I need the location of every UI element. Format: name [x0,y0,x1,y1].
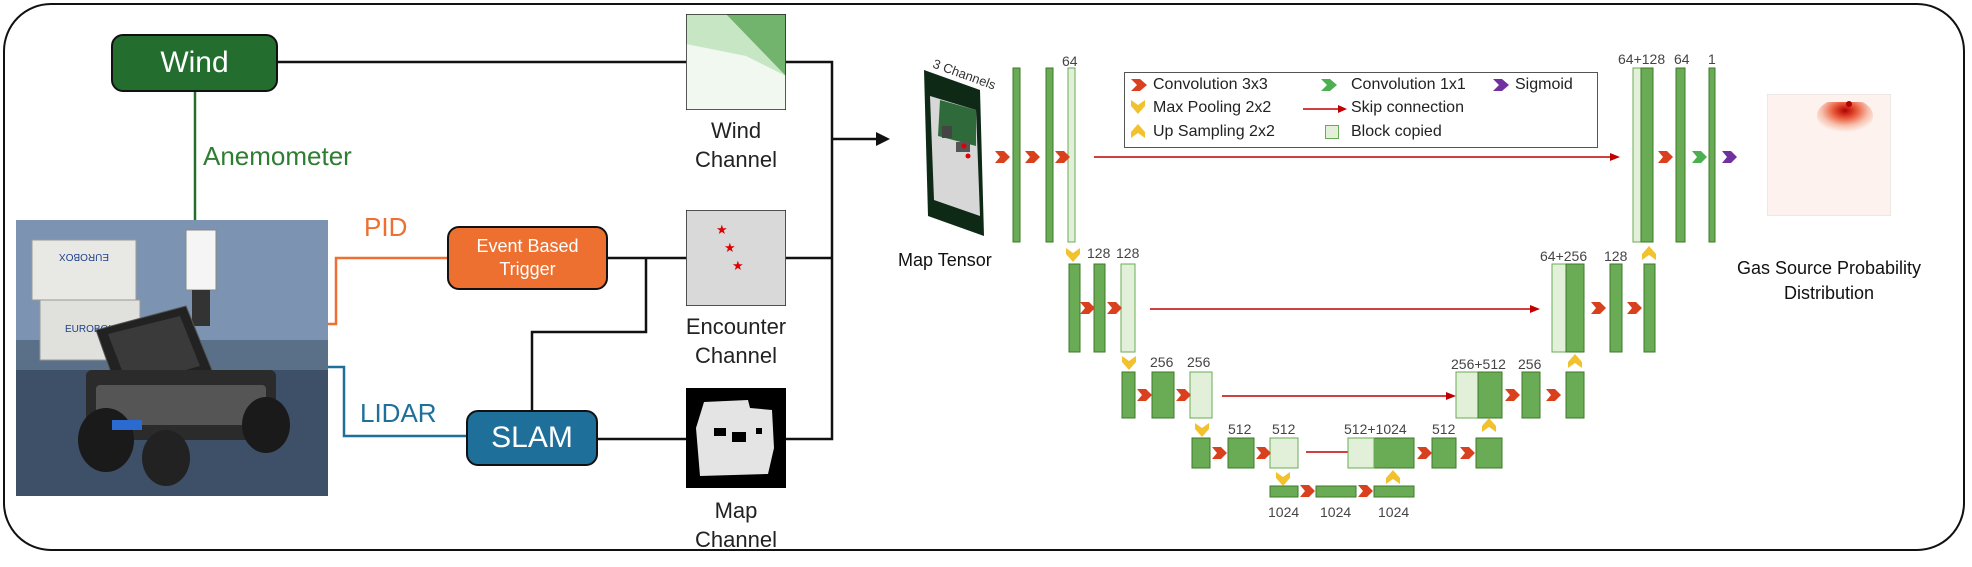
sigmoid-legend-icon [1493,79,1509,91]
encounter-star-icon: ★ [732,258,744,273]
eurobox-label-2: EUROBOX [65,324,115,335]
unet-label-dec4a: 512+1024 [1344,421,1407,437]
wind-label: Wind [160,46,229,79]
map-tensor-label: Map Tensor [898,250,992,270]
event-trigger-box: Event Based Trigger [447,226,608,290]
unet-label-enc3b: 256 [1187,354,1211,370]
wind-channel-image [686,14,786,110]
pid-label: PID [364,212,408,242]
gas-source-distribution-image [1767,94,1891,216]
unet-label-enc4a: 512 [1228,421,1252,437]
encounter-star-icon: ★ [716,222,728,237]
legend-conv3: Convolution 3x3 [1153,76,1268,93]
output-line2: Distribution [1783,283,1875,303]
unet-label-dec2b: 128 [1604,248,1628,264]
unet-label-dec1c: 1 [1708,51,1716,67]
unet-label-dec4b: 512 [1432,421,1456,437]
legend-conv1: Convolution 1x1 [1351,76,1466,93]
unet-label-dec3a: 256+512 [1451,356,1506,372]
wind-channel-line1: Wind [710,118,762,143]
output-label: Gas Source Probability Distribution [1726,256,1932,306]
map-tensor-image [924,70,984,236]
event-trigger-line2: Trigger [499,259,556,279]
legend-skip: Skip connection [1351,99,1464,116]
conv3-legend-icon [1131,79,1147,91]
unet-label-dec2a: 64+256 [1540,248,1588,264]
skip-legend-icon [1303,105,1347,113]
anemometer-label: Anemometer [203,141,352,171]
figure-frame [3,3,1965,551]
maxpool-legend-icon [1131,100,1145,114]
event-trigger-line1: Event Based [476,236,579,256]
eurobox-label-1: EUROBOX [59,251,109,262]
map-channel-line1: Map [714,498,758,523]
encounter-channel-image: ★ ★ ★ [686,210,786,306]
encounter-channel-line2: Channel [695,343,777,368]
map-channel-label: Map Channel [676,496,796,554]
unet-label-enc2a: 128 [1087,245,1111,261]
unet-label-bot3: 1024 [1378,504,1410,520]
map-channel-line2: Channel [695,527,777,552]
unet-label-bot1: 1024 [1268,504,1300,520]
copied-legend-icon [1325,125,1339,139]
legend-copied: Block copied [1351,123,1442,140]
unet-label-dec1a: 64+128 [1618,51,1666,67]
wind-channel-line2: Channel [695,147,777,172]
unet-label-enc3a: 256 [1150,354,1174,370]
upsample-legend-icon [1131,124,1145,138]
robot-photo: EUROBOX EUROBOX [16,220,328,496]
legend: Convolution 3x3 Convolution 1x1 Sigmoid … [1124,72,1598,148]
unet-label-enc4b: 512 [1272,421,1296,437]
unet-label-dec1b: 64 [1674,51,1690,67]
map-channel-image [686,388,786,488]
encounter-star-icon: ★ [724,240,736,255]
unet-label-enc1: 64 [1062,53,1078,69]
encounter-channel-label: Encounter Channel [666,312,806,370]
legend-maxpool: Max Pooling 2x2 [1153,99,1272,116]
unet-label-dec3b: 256 [1518,356,1542,372]
slam-box: SLAM [466,410,598,466]
unet-label-bot2: 1024 [1320,504,1352,520]
wind-box: Wind [111,34,278,92]
legend-upsample: Up Sampling 2x2 [1153,123,1275,140]
lidar-label: LIDAR [360,398,437,428]
unet-label-enc2b: 128 [1116,245,1140,261]
encounter-channel-line1: Encounter [685,314,787,339]
slam-label: SLAM [491,421,573,454]
legend-sigmoid: Sigmoid [1515,76,1573,93]
conv1-legend-icon [1321,79,1337,91]
wind-channel-label: Wind Channel [676,116,796,174]
output-line1: Gas Source Probability [1736,258,1922,278]
